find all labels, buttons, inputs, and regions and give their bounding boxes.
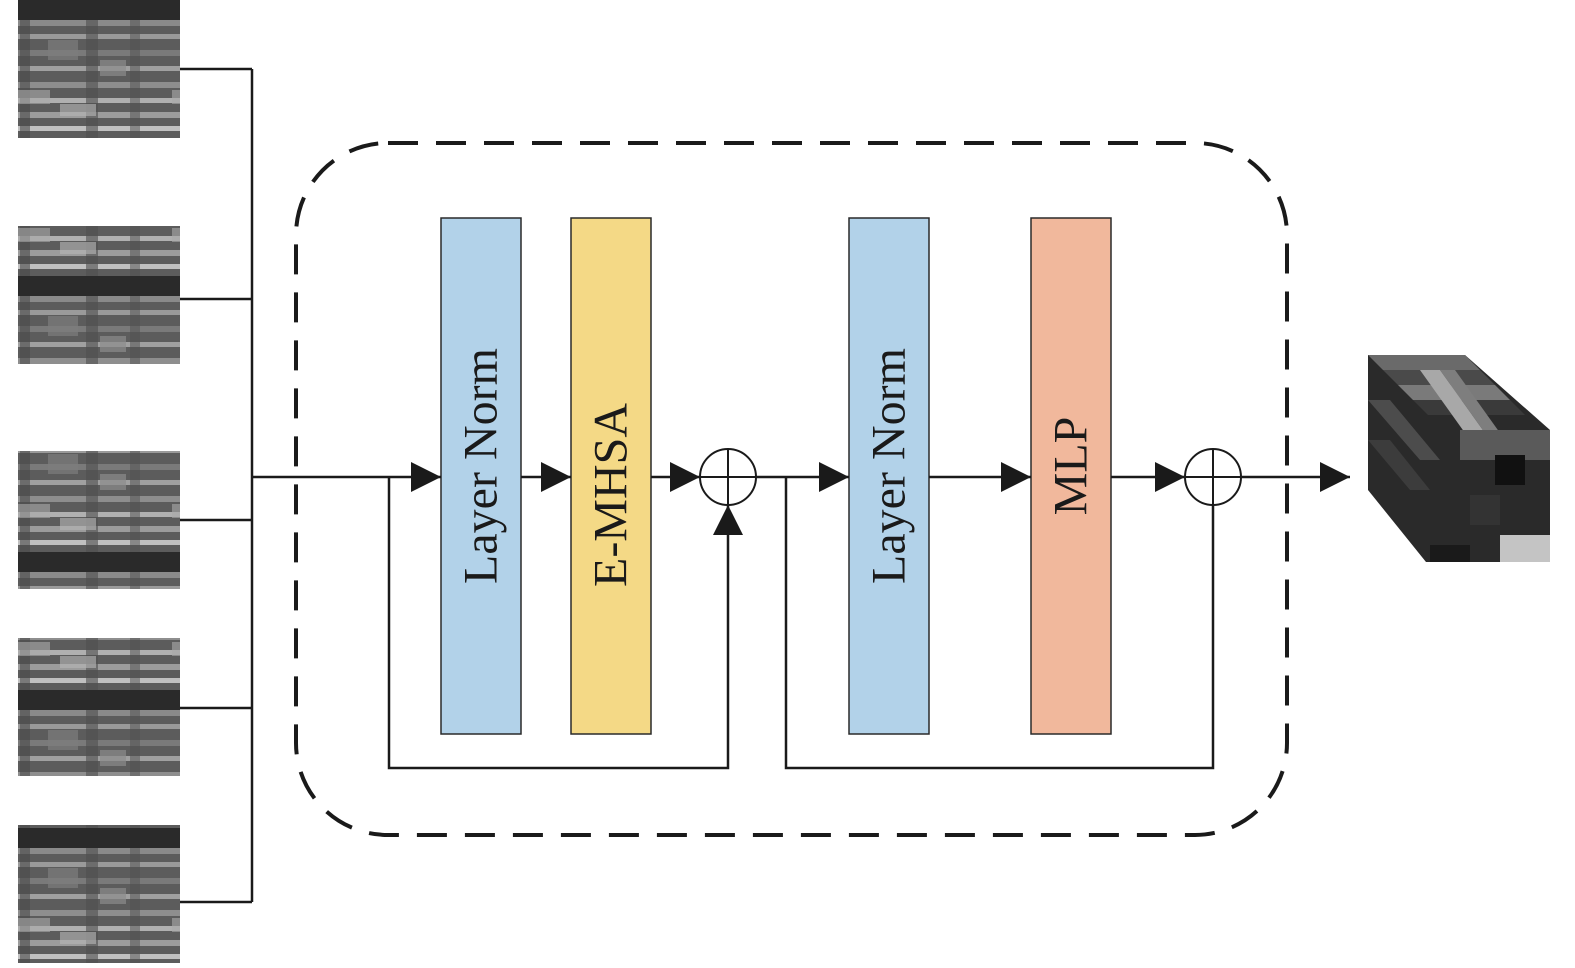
e-mhsa-label: E-MHSA [585,403,638,587]
input-patch-2 [18,226,180,364]
input-patch-3 [18,451,180,589]
residual-connection-2 [784,477,1215,770]
layer-norm-label-1: Layer Norm [455,348,508,584]
layer-norm-block-1: Layer Norm [440,217,522,735]
input-patch-1 [18,0,180,138]
mlp-label: MLP [1045,417,1098,516]
add-operator-2 [1184,448,1242,506]
layer-norm-label-2: Layer Norm [863,348,916,584]
mlp-block: MLP [1030,217,1112,735]
output-feature-stack [1368,355,1550,562]
encoder-boundary [294,141,1289,837]
add-operator-1 [699,448,757,506]
input-patch-5 [18,825,180,963]
e-mhsa-block: E-MHSA [570,217,652,735]
patch-connector [180,67,254,904]
residual-connection-1 [387,477,743,770]
input-patch-4 [18,638,180,776]
layer-norm-block-2: Layer Norm [848,217,930,735]
